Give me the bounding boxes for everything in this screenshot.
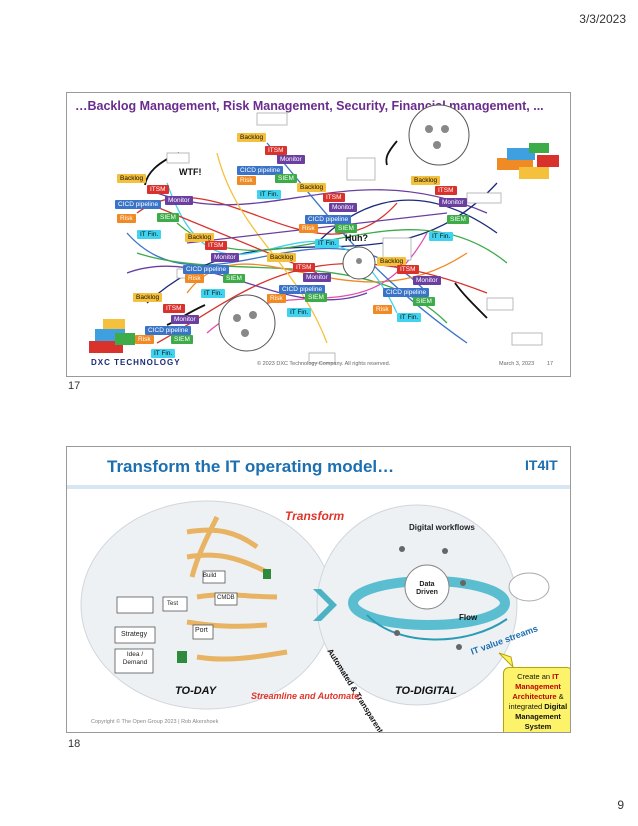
transformation-illustration: [80, 500, 550, 710]
build-label: Build: [203, 573, 217, 579]
siem-chip: SIEM: [447, 215, 469, 224]
strategy-label: Strategy: [121, 631, 148, 638]
siem-chip: SIEM: [275, 174, 297, 183]
cicd-chip: CICD pipeline: [183, 265, 230, 274]
backlog-chip: Backlog: [185, 233, 215, 242]
monitor-chip: Monitor: [413, 276, 441, 285]
risk-chip: Risk: [267, 294, 286, 303]
title-divider: [67, 485, 570, 489]
itsm-chip: ITSM: [397, 265, 419, 274]
exclamation-huh: Huh?: [345, 233, 368, 243]
itfin-chip: IT Fin.: [201, 289, 226, 298]
siem-chip: SIEM: [305, 293, 327, 302]
footer-slide-number: 17: [547, 361, 554, 367]
cicd-chip: CICD pipeline: [279, 285, 326, 294]
streamline-label: Streamline and Automate: [251, 691, 360, 701]
transform-label: Transform: [285, 509, 345, 523]
itfin-chip: IT Fin.: [151, 349, 176, 358]
backlog-chip: Backlog: [267, 253, 297, 262]
monitor-chip: Monitor: [171, 315, 199, 324]
today-label: TO-DAY: [175, 685, 217, 697]
slide-number: 17: [68, 380, 81, 392]
monitor-chip: Monitor: [303, 273, 331, 282]
callout-box: Create an IT Management Architecture & i…: [503, 667, 570, 732]
todigital-label: TO-DIGITAL: [395, 685, 457, 697]
cicd-chip: CICD pipeline: [305, 215, 352, 224]
data-driven-label: Data Driven: [416, 581, 438, 596]
itsm-chip: ITSM: [435, 186, 457, 195]
slide-17: …Backlog Management, Risk Management, Se…: [66, 92, 571, 377]
exclamation-wtf: WTF!: [179, 167, 202, 177]
itsm-chip: ITSM: [205, 241, 227, 250]
monitor-chip: Monitor: [277, 155, 305, 164]
siem-chip: SIEM: [223, 274, 245, 283]
backlog-chip: Backlog: [133, 293, 163, 302]
monitor-chip: Monitor: [329, 203, 357, 212]
page-number: 9: [617, 798, 624, 812]
digital-workflows-label: Digital workflows: [409, 523, 475, 532]
risk-chip: Risk: [299, 224, 318, 233]
flow-label: Flow: [459, 613, 478, 622]
risk-chip: Risk: [117, 214, 136, 223]
footer-date: March 3, 2023: [499, 361, 535, 367]
test-label: Test: [167, 601, 179, 607]
itfin-chip: IT Fin.: [287, 308, 312, 317]
risk-chip: Risk: [135, 335, 154, 344]
siem-chip: SIEM: [157, 213, 179, 222]
monitor-chip: Monitor: [439, 198, 467, 207]
print-date: 3/3/2023: [579, 12, 626, 26]
itsm-chip: ITSM: [293, 263, 315, 272]
backlog-chip: Backlog: [297, 183, 327, 192]
itfin-chip: IT Fin.: [397, 313, 422, 322]
itfin-chip: IT Fin.: [257, 190, 282, 199]
cicd-chip: CICD pipeline: [145, 326, 192, 335]
dxc-logo: DXC TECHNOLOGY: [91, 358, 181, 367]
port-label: Port: [195, 627, 208, 634]
backlog-chip: Backlog: [237, 133, 267, 142]
itfin-chip: IT Fin.: [137, 230, 162, 239]
siem-chip: SIEM: [171, 335, 193, 344]
cicd-chip: CICD pipeline: [237, 166, 284, 175]
monitor-chip: Monitor: [165, 196, 193, 205]
risk-chip: Risk: [373, 305, 392, 314]
slide-18: Transform the IT operating model… IT4IT: [66, 446, 571, 733]
footer-copyright: © 2023 DXC Technology Company. All right…: [257, 361, 391, 367]
slide-title: Transform the IT operating model…: [107, 457, 395, 476]
it4it-logo: IT4IT: [525, 457, 558, 473]
cmdb-label: CMDB: [217, 595, 235, 601]
cicd-chip: CICD pipeline: [115, 200, 162, 209]
risk-chip: Risk: [237, 176, 256, 185]
siem-chip: SIEM: [335, 224, 357, 233]
idea-demand-label: Idea / Demand: [122, 651, 148, 666]
copyright-footer: Copyright © The Open Group 2023 | Rob Ak…: [91, 719, 219, 725]
backlog-chip: Backlog: [377, 257, 407, 266]
slide-number: 18: [68, 738, 81, 750]
monitor-chip: Monitor: [211, 253, 239, 262]
itsm-chip: ITSM: [265, 146, 287, 155]
itfin-chip: IT Fin.: [429, 232, 454, 241]
itsm-chip: ITSM: [163, 304, 185, 313]
itfin-chip: IT Fin.: [315, 239, 340, 248]
itsm-chip: ITSM: [323, 193, 345, 202]
siem-chip: SIEM: [413, 297, 435, 306]
backlog-chip: Backlog: [411, 176, 441, 185]
cicd-chip: CICD pipeline: [383, 288, 430, 297]
backlog-chip: Backlog: [117, 174, 147, 183]
itsm-chip: ITSM: [147, 185, 169, 194]
risk-chip: Risk: [185, 274, 204, 283]
